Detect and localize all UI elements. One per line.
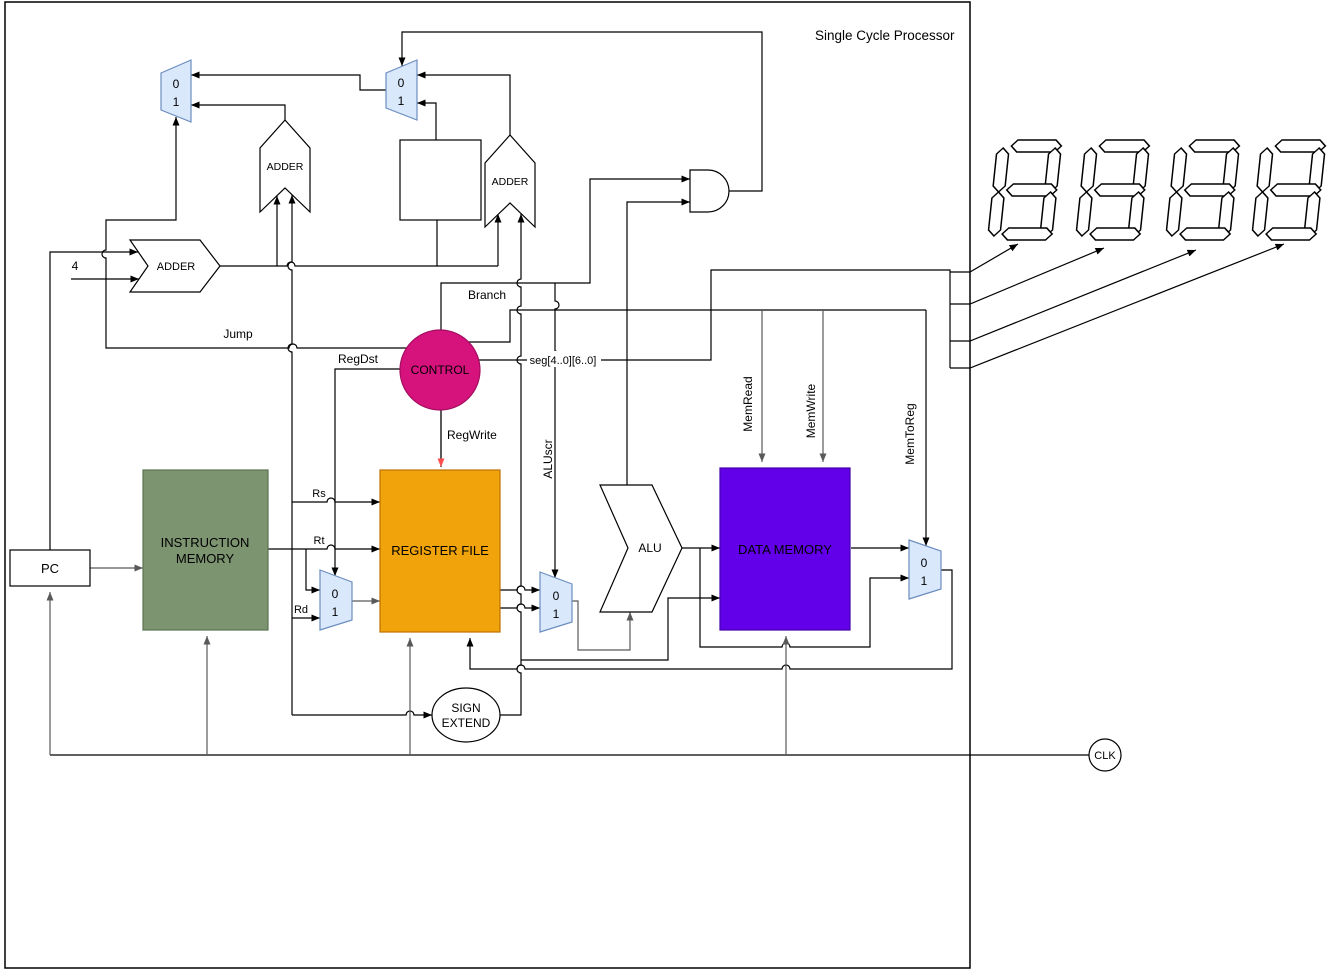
instruction-memory-block — [142, 469, 269, 631]
wire-pc-plus-4-bus — [220, 261, 498, 267]
alusrc-mux — [539, 571, 573, 633]
wire-adder-jump-to-mux1 — [191, 101, 286, 120]
wires — [46, 31, 1285, 756]
wire-readdata2-to-mux — [500, 603, 540, 612]
register-file-label: REGISTER FILE — [391, 543, 489, 558]
memtoreg-label: MemToReg — [903, 403, 917, 464]
regdst-mux-1: 1 — [332, 605, 339, 619]
branch-label: Branch — [468, 288, 506, 302]
wire-adder-branch-to-mux2 — [417, 71, 511, 135]
clk-node — [1088, 738, 1122, 772]
sign-extend-label-line2: EXTEND — [442, 716, 491, 730]
memtoreg-mux-0: 0 — [921, 556, 928, 570]
adder-pc-block — [128, 239, 221, 293]
branch-mux-0: 0 — [398, 76, 405, 90]
wire-to-data-memory-writedata — [521, 594, 720, 661]
seven-segment-display-4 — [1250, 139, 1327, 241]
seg-bus-label: seg[4..0][6..0] — [530, 355, 597, 367]
regdst-mux — [319, 569, 353, 631]
memtoreg-mux — [908, 539, 942, 600]
adder-branch-block — [484, 134, 536, 229]
branch-mux-1: 1 — [398, 94, 405, 108]
memtoreg-mux-1: 1 — [921, 574, 928, 588]
wire-pc-to-adder-pc — [49, 248, 138, 550]
memwrite-label: MemWrite — [804, 383, 818, 438]
pc-label: PC — [41, 561, 59, 576]
adder-jump-label: ADDER — [267, 161, 304, 173]
seg-label-backing — [527, 351, 601, 367]
seven-segment-display-3 — [1164, 139, 1241, 241]
wire-alu-zero-to-and — [626, 198, 690, 485]
wire-instruction-rt — [268, 544, 380, 553]
wire-and-to-mux2-select — [398, 31, 763, 192]
wire-regdst-select — [331, 368, 400, 576]
seven-segment-display-2 — [1074, 139, 1151, 241]
alu-block — [599, 484, 683, 613]
alusrc-label: ALUscr — [541, 439, 555, 478]
alusrc-mux-0: 0 — [553, 589, 560, 603]
sign-extend-label-line1: SIGN — [451, 701, 480, 715]
wire-instruction-bus — [287, 195, 296, 715]
wire-seg-display4 — [950, 243, 1285, 369]
register-file-block — [379, 469, 501, 633]
wire-jump-select — [101, 117, 407, 349]
regdst-label: RegDst — [338, 352, 379, 366]
pc-block — [9, 549, 91, 587]
wire-seg-display3 — [950, 249, 1197, 342]
rd-label: Rd — [294, 604, 308, 616]
diagram-border — [4, 1, 971, 969]
instruction-memory-label-line1: INSTRUCTION — [161, 535, 250, 550]
rs-label: Rs — [312, 488, 326, 500]
memread-label: MemRead — [741, 376, 755, 431]
wire-seg-display2 — [950, 247, 1105, 305]
wire-alusrc-mux-to-alu — [572, 600, 634, 651]
shift-box — [399, 139, 482, 221]
adder-branch-label: ADDER — [492, 176, 529, 188]
rt-label: Rt — [314, 535, 325, 547]
data-memory-label: DATA MEMORY — [738, 542, 832, 557]
data-memory-block — [719, 467, 851, 631]
seven-segment-display-1 — [986, 139, 1063, 241]
diagram-title: Single Cycle Processor — [815, 28, 955, 43]
adder-pc-label: ADDER — [157, 261, 196, 273]
alusrc-mux-1: 1 — [553, 607, 560, 621]
wire-readdata1-to-mux — [500, 585, 540, 594]
wire-alusrc-select — [551, 283, 560, 578]
pc-source-mux-0: 0 — [173, 77, 180, 91]
wire-seg-display1 — [950, 243, 1019, 273]
wire-to-sign-extend — [292, 710, 432, 719]
wire-seg-bus — [479, 269, 951, 368]
wire-branch-to-and — [440, 175, 690, 330]
wire-shift-box-to-mux2 — [417, 99, 437, 140]
jump-label: Jump — [223, 327, 253, 341]
regdst-mux-0: 0 — [332, 587, 339, 601]
wire-mux2-to-mux1 — [191, 71, 386, 91]
sign-extend-block — [431, 687, 501, 743]
clk-label: CLK — [1094, 750, 1116, 762]
instruction-memory-label-line2: MEMORY — [176, 551, 235, 566]
wire-control-bus — [469, 309, 926, 343]
pc-source-mux — [160, 59, 192, 123]
pc-source-mux-1: 1 — [173, 95, 180, 109]
adder-jump-block — [259, 119, 311, 214]
and-gate — [689, 169, 730, 213]
wire-writeback-to-register-file — [466, 569, 953, 670]
wire-rt-to-regdst-mux — [305, 549, 320, 594]
control-label: CONTROL — [411, 363, 470, 377]
branch-mux — [385, 59, 418, 121]
wire-instruction-rs — [292, 497, 380, 506]
regwrite-label: RegWrite — [447, 428, 497, 442]
control-block — [399, 329, 481, 411]
alu-label: ALU — [638, 541, 661, 555]
const-four-label: 4 — [72, 259, 79, 273]
